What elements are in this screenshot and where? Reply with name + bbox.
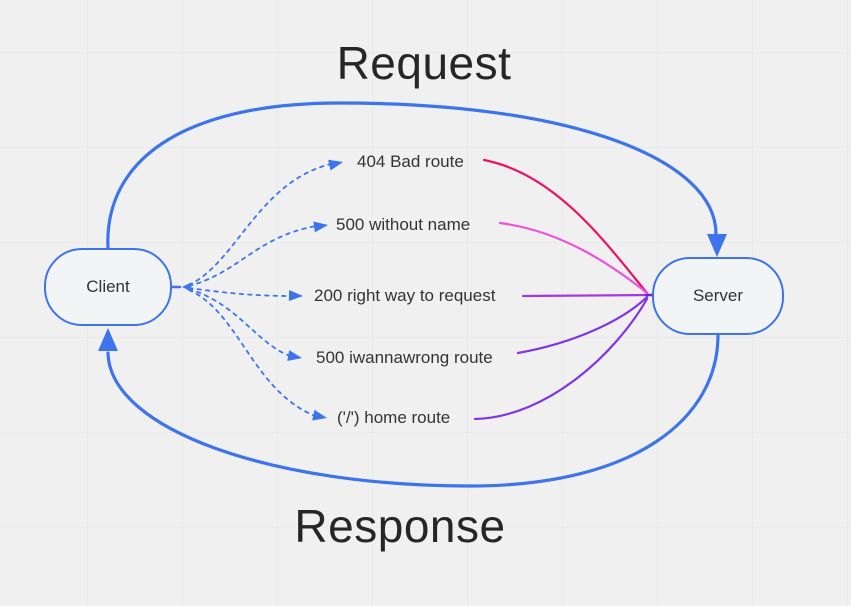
client-node: Client bbox=[44, 248, 172, 326]
dashed-edge-home-arrowhead-icon bbox=[312, 409, 327, 421]
curve-404 bbox=[482, 158, 649, 295]
route-label-home: ('/') home route bbox=[337, 408, 451, 427]
dashed-edge-500-iwannawrong bbox=[188, 288, 291, 357]
dashed-edge-404-arrowhead-icon bbox=[328, 159, 343, 171]
server-node: Server bbox=[652, 257, 784, 335]
dashed-edge-200-arrowhead-icon bbox=[288, 290, 303, 302]
request-title: Request bbox=[336, 37, 512, 89]
curve-home bbox=[473, 297, 649, 421]
curve-200 bbox=[521, 293, 649, 298]
route-label-404: 404 Bad route bbox=[357, 152, 464, 171]
response-arc-arrowhead-icon bbox=[98, 328, 118, 351]
curve-500-without-name bbox=[498, 221, 649, 295]
response-arc bbox=[106, 333, 720, 488]
dashed-edge-home bbox=[188, 289, 316, 417]
dashed-edge-500-without-name bbox=[188, 225, 317, 287]
response-title: Response bbox=[294, 500, 506, 552]
curve-500-iwannawrong bbox=[516, 295, 649, 355]
route-label-200: 200 right way to request bbox=[314, 286, 496, 305]
request-arc bbox=[106, 101, 718, 250]
server-node-label: Server bbox=[692, 286, 744, 305]
dashed-edge-500-without-name-arrowhead-icon bbox=[313, 221, 328, 233]
request-arc-arrowhead-icon bbox=[707, 234, 727, 257]
route-label-500-without-name: 500 without name bbox=[336, 215, 471, 234]
route-label-500-iwannawrong: 500 iwannawrong route bbox=[316, 348, 493, 367]
dashed-edge-404 bbox=[188, 163, 332, 286]
client-node-label: Client bbox=[86, 277, 130, 296]
dashed-edge-500-iwannawrong-arrowhead-icon bbox=[287, 350, 302, 361]
dashed-edge-200 bbox=[188, 287, 292, 297]
